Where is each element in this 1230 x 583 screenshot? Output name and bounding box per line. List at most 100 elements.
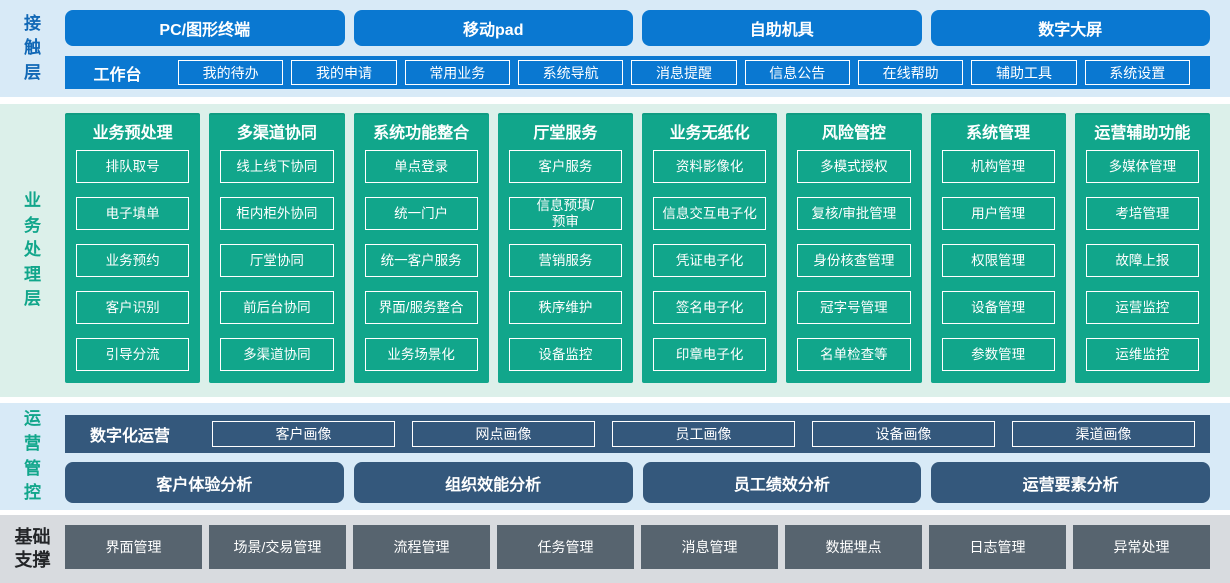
workbench-item-settings[interactable]: 系统设置 bbox=[1084, 60, 1190, 85]
portrait-employee-button[interactable]: 员工画像 bbox=[612, 421, 795, 447]
foundation-data-tracking-button[interactable]: 数据埋点 bbox=[785, 525, 922, 569]
column-system-management: 系统管理 机构管理 用户管理 权限管理 设备管理 参数管理 bbox=[930, 113, 1066, 383]
workbench-bar: 工作台 我的待办 我的申请 常用业务 系统导航 消息提醒 信息公告 在线帮助 辅… bbox=[65, 56, 1210, 89]
item-seal-electronic[interactable]: 印章电子化 bbox=[653, 338, 767, 371]
column-title: 业务无纸化 bbox=[669, 125, 750, 142]
workbench-item-navigation[interactable]: 系统导航 bbox=[517, 60, 624, 85]
item-parameter-management[interactable]: 参数管理 bbox=[941, 338, 1055, 371]
contact-layer-label: 接 触 层 bbox=[24, 13, 41, 82]
item-multichannel-synergy[interactable]: 多渠道协同 bbox=[220, 338, 334, 371]
item-customer-id[interactable]: 客户识别 bbox=[76, 291, 190, 324]
foundation-layer-label: 基础 支撑 bbox=[14, 526, 51, 570]
column-title: 多渠道协同 bbox=[236, 125, 317, 142]
analysis-employee-performance-button[interactable]: 员工绩效分析 bbox=[642, 462, 922, 503]
item-identity-check[interactable]: 身份核查管理 bbox=[797, 244, 911, 277]
item-serial-number[interactable]: 冠字号管理 bbox=[797, 291, 911, 324]
terminal-pad-button[interactable]: 移动pad bbox=[353, 10, 633, 46]
item-order-maintenance[interactable]: 秩序维护 bbox=[508, 291, 622, 324]
column-system-integration: 系统功能整合 单点登录 统一门户 统一客户服务 界面/服务整合 业务场景化 bbox=[353, 113, 489, 383]
column-pre-processing: 业务预处理 排队取号 电子填单 业务预约 客户识别 引导分流 bbox=[65, 113, 201, 383]
foundation-exception-handling-button[interactable]: 异常处理 bbox=[1073, 525, 1210, 569]
item-marketing-service[interactable]: 营销服务 bbox=[508, 244, 622, 277]
foundation-scene-transaction-button[interactable]: 场景/交易管理 bbox=[209, 525, 346, 569]
terminal-pc-button[interactable]: PC/图形终端 bbox=[65, 10, 345, 46]
item-doc-imaging[interactable]: 资料影像化 bbox=[653, 150, 767, 183]
item-operation-monitor[interactable]: 运营监控 bbox=[1085, 291, 1199, 324]
workbench-item-aux-tools[interactable]: 辅助工具 bbox=[971, 60, 1077, 85]
operations-layer-label: 运 营 管 控 bbox=[24, 409, 41, 503]
item-multimedia-management[interactable]: 多媒体管理 bbox=[1085, 150, 1199, 183]
workbench-item-common-business[interactable]: 常用业务 bbox=[404, 60, 510, 85]
portrait-branch-button[interactable]: 网点画像 bbox=[412, 421, 595, 447]
item-counter-synergy[interactable]: 柜内柜外协同 bbox=[220, 197, 334, 230]
item-ui-service-integration[interactable]: 界面/服务整合 bbox=[364, 291, 478, 324]
item-front-back[interactable]: 前后台协同 bbox=[220, 291, 334, 324]
portrait-customer-button[interactable]: 客户画像 bbox=[212, 421, 395, 447]
analysis-customer-experience-button[interactable]: 客户体验分析 bbox=[65, 462, 344, 503]
business-processing-layer: 业 务 处 理 层 业务预处理 排队取号 电子填单 业务预约 客户识别 引导分流… bbox=[0, 104, 1230, 397]
item-multimode-auth[interactable]: 多模式授权 bbox=[797, 150, 911, 183]
item-customer-service[interactable]: 客户服务 bbox=[508, 150, 622, 183]
operations-layer: 运 营 管 控 数字化运营 客户画像 网点画像 员工画像 设备画像 渠道画像 客… bbox=[0, 403, 1230, 510]
terminal-row: PC/图形终端 移动pad 自助机具 数字大屏 bbox=[65, 10, 1210, 46]
item-org-management[interactable]: 机构管理 bbox=[941, 150, 1055, 183]
item-voucher-electronic[interactable]: 凭证电子化 bbox=[653, 244, 767, 277]
contact-layer: 接 触 层 PC/图形终端 移动pad 自助机具 数字大屏 工作台 我的待办 我… bbox=[0, 0, 1230, 97]
terminal-bigscreen-button[interactable]: 数字大屏 bbox=[930, 10, 1210, 46]
item-training-management[interactable]: 考培管理 bbox=[1085, 197, 1199, 230]
column-title: 风险管控 bbox=[821, 125, 886, 142]
item-appointment[interactable]: 业务预约 bbox=[76, 244, 190, 277]
foundation-message-management-button[interactable]: 消息管理 bbox=[641, 525, 778, 569]
column-risk-control: 风险管控 多模式授权 复核/审批管理 身份核查管理 冠字号管理 名单检查等 bbox=[786, 113, 922, 383]
column-lobby-service: 厅堂服务 客户服务 信息预填/ 预审 营销服务 秩序维护 设备监控 bbox=[497, 113, 633, 383]
item-info-exchange-electronic[interactable]: 信息交互电子化 bbox=[653, 197, 767, 230]
foundation-process-management-button[interactable]: 流程管理 bbox=[353, 525, 490, 569]
column-multichannel: 多渠道协同 线上线下协同 柜内柜外协同 厅堂协同 前后台协同 多渠道协同 bbox=[209, 113, 345, 383]
business-layer-label: 业 务 处 理 层 bbox=[24, 190, 41, 309]
item-unified-customer-service[interactable]: 统一客户服务 bbox=[364, 244, 478, 277]
item-scenario[interactable]: 业务场景化 bbox=[364, 338, 478, 371]
column-title: 系统功能整合 bbox=[373, 125, 470, 142]
workbench-item-online-help[interactable]: 在线帮助 bbox=[857, 60, 964, 85]
analysis-operation-factors-button[interactable]: 运营要素分析 bbox=[931, 462, 1210, 503]
workbench-item-todo[interactable]: 我的待办 bbox=[178, 60, 284, 85]
item-permission-management[interactable]: 权限管理 bbox=[941, 244, 1055, 277]
column-title: 业务预处理 bbox=[92, 125, 173, 142]
foundation-ui-management-button[interactable]: 界面管理 bbox=[65, 525, 202, 569]
column-title: 厅堂服务 bbox=[533, 125, 598, 142]
workbench-item-notifications[interactable]: 消息提醒 bbox=[631, 60, 737, 85]
analysis-row: 客户体验分析 组织效能分析 员工绩效分析 运营要素分析 bbox=[65, 462, 1210, 503]
portrait-channel-button[interactable]: 渠道画像 bbox=[1012, 421, 1195, 447]
item-signature-electronic[interactable]: 签名电子化 bbox=[653, 291, 767, 324]
column-ops-aux: 运营辅助功能 多媒体管理 考培管理 故障上报 运营监控 运维监控 bbox=[1074, 113, 1210, 383]
workbench-title: 工作台 bbox=[93, 66, 142, 84]
item-review-approval[interactable]: 复核/审批管理 bbox=[797, 197, 911, 230]
workbench-item-announcements[interactable]: 信息公告 bbox=[744, 60, 850, 85]
item-guide-diversion[interactable]: 引导分流 bbox=[76, 338, 190, 371]
portrait-device-button[interactable]: 设备画像 bbox=[812, 421, 995, 447]
column-paperless: 业务无纸化 资料影像化 信息交互电子化 凭证电子化 签名电子化 印章电子化 bbox=[642, 113, 778, 383]
item-list-check[interactable]: 名单检查等 bbox=[797, 338, 911, 371]
column-title: 运营辅助功能 bbox=[1094, 125, 1191, 142]
item-unified-portal[interactable]: 统一门户 bbox=[364, 197, 478, 230]
item-device-management[interactable]: 设备管理 bbox=[941, 291, 1055, 324]
digital-operation-title: 数字化运营 bbox=[89, 428, 170, 445]
workbench-item-applications[interactable]: 我的申请 bbox=[291, 60, 397, 85]
foundation-task-management-button[interactable]: 任务管理 bbox=[497, 525, 634, 569]
foundation-layer: 基础 支撑 界面管理 场景/交易管理 流程管理 任务管理 消息管理 数据埋点 日… bbox=[0, 515, 1230, 583]
digital-operation-bar: 数字化运营 客户画像 网点画像 员工画像 设备画像 渠道画像 bbox=[65, 415, 1210, 453]
item-device-monitor[interactable]: 设备监控 bbox=[508, 338, 622, 371]
item-online-offline[interactable]: 线上线下协同 bbox=[220, 150, 334, 183]
column-title: 系统管理 bbox=[966, 125, 1031, 142]
analysis-org-efficiency-button[interactable]: 组织效能分析 bbox=[353, 462, 633, 503]
foundation-log-management-button[interactable]: 日志管理 bbox=[929, 525, 1066, 569]
item-fault-report[interactable]: 故障上报 bbox=[1085, 244, 1199, 277]
item-maintenance-monitor[interactable]: 运维监控 bbox=[1085, 338, 1199, 371]
item-eform[interactable]: 电子填单 bbox=[76, 197, 190, 230]
terminal-selfservice-button[interactable]: 自助机具 bbox=[642, 10, 922, 46]
item-lobby-synergy[interactable]: 厅堂协同 bbox=[220, 244, 334, 277]
item-user-management[interactable]: 用户管理 bbox=[941, 197, 1055, 230]
item-prefill-preaudit[interactable]: 信息预填/ 预审 bbox=[508, 197, 622, 230]
item-sso[interactable]: 单点登录 bbox=[364, 150, 478, 183]
item-queue-ticket[interactable]: 排队取号 bbox=[76, 150, 190, 183]
